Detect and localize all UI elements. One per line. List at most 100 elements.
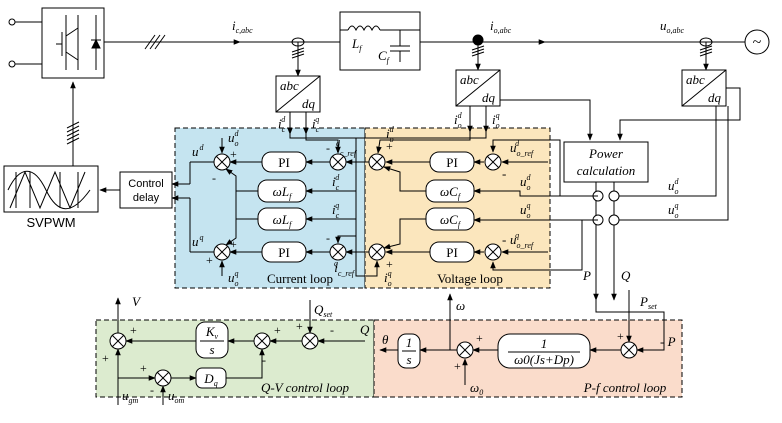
uq-sum bbox=[213, 243, 231, 261]
voltage-sensor-o bbox=[699, 37, 713, 64]
qv-q-sum bbox=[301, 332, 319, 350]
svg-text:s: s bbox=[406, 352, 411, 367]
three-phase-mark bbox=[144, 34, 166, 50]
abc-dq-current-c: abc dq bbox=[275, 75, 321, 113]
current-sensor-c bbox=[291, 37, 305, 68]
svg-text:uom: uom bbox=[168, 388, 185, 405]
svg-text:P: P bbox=[582, 268, 591, 283]
svg-text:abc: abc bbox=[686, 72, 705, 87]
svg-text:PI: PI bbox=[446, 155, 458, 170]
current-loop-d-sum bbox=[329, 153, 347, 171]
svg-text:-: - bbox=[262, 353, 266, 367]
dq-sum bbox=[154, 369, 172, 387]
svg-text:uod: uod bbox=[668, 177, 680, 196]
svg-text:ω: ω bbox=[456, 298, 465, 313]
svg-text:- P: - P bbox=[660, 334, 676, 349]
svg-text:Q: Q bbox=[360, 322, 370, 337]
svg-text:ud: ud bbox=[192, 143, 205, 159]
pf-loop-label: P-f control loop bbox=[583, 380, 667, 395]
svg-text:PI: PI bbox=[278, 245, 290, 260]
svg-text:Qset: Qset bbox=[314, 302, 333, 319]
svg-text:Lf: Lf bbox=[351, 36, 363, 53]
svg-text:Kv: Kv bbox=[205, 324, 219, 341]
svg-text:+: + bbox=[386, 139, 393, 153]
svg-text:-: - bbox=[326, 231, 330, 245]
svg-text:ωCf: ωCf bbox=[440, 184, 462, 201]
lc-filter-block bbox=[339, 11, 421, 71]
svg-text:icd: icd bbox=[332, 173, 340, 192]
igbt-icon bbox=[56, 15, 101, 70]
svg-text:ωLf: ωLf bbox=[273, 184, 293, 201]
ud-sum bbox=[213, 153, 231, 171]
svg-text:+: + bbox=[140, 361, 147, 375]
power-calculation-block bbox=[563, 141, 649, 183]
svg-text:icd: icd bbox=[278, 115, 286, 134]
dc-terminals bbox=[8, 18, 42, 68]
svg-text:+: + bbox=[274, 323, 281, 337]
svg-text:PI: PI bbox=[278, 155, 290, 170]
svg-text:abc: abc bbox=[280, 78, 299, 93]
svg-text:dq: dq bbox=[482, 90, 496, 105]
svg-text:-: - bbox=[150, 383, 154, 397]
kv-block bbox=[195, 321, 229, 359]
svg-text:ωLf: ωLf bbox=[273, 212, 293, 229]
svg-text:Control: Control bbox=[128, 178, 163, 190]
ic-ref-q-sum bbox=[368, 243, 386, 261]
qv-loop-label: Q-V control loop bbox=[261, 380, 350, 395]
svg-text:ugm: ugm bbox=[122, 388, 139, 405]
abc-dq-current-o: abc dq bbox=[455, 69, 501, 107]
svg-text:iod: iod bbox=[386, 125, 395, 144]
svg-text:ic_refq: ic_refq bbox=[334, 259, 356, 278]
svg-text:ωCf: ωCf bbox=[440, 212, 462, 229]
inductor-icon bbox=[347, 25, 381, 32]
svg-text:uo,abc: uo,abc bbox=[660, 18, 685, 35]
svg-text:ω0(Js+Dp): ω0(Js+Dp) bbox=[514, 352, 574, 367]
svg-text:uq: uq bbox=[192, 233, 204, 249]
inverter-block bbox=[41, 7, 105, 79]
svg-text:delay: delay bbox=[133, 192, 160, 204]
svg-text:+: + bbox=[617, 329, 624, 343]
svg-text:+: + bbox=[230, 147, 237, 161]
svg-text:Power: Power bbox=[588, 146, 624, 161]
svg-text:+: + bbox=[230, 237, 237, 251]
svg-text:io,abc: io,abc bbox=[490, 18, 512, 35]
svg-text:+: + bbox=[102, 351, 109, 365]
svg-text:PI: PI bbox=[446, 245, 458, 260]
omega-sum bbox=[456, 341, 474, 359]
svg-text:-: - bbox=[502, 166, 506, 181]
svg-text:ω0: ω0 bbox=[470, 380, 483, 397]
pf-sum bbox=[620, 341, 638, 359]
svg-text:Pset: Pset bbox=[639, 294, 658, 311]
svg-text:ioq: ioq bbox=[384, 269, 392, 288]
svg-text:+: + bbox=[476, 331, 483, 345]
svg-text:Cf: Cf bbox=[378, 48, 391, 65]
svg-text:ic,abc: ic,abc bbox=[232, 18, 253, 35]
svg-text:-: - bbox=[212, 171, 216, 185]
svg-text:-: - bbox=[326, 141, 330, 155]
svg-text:uod: uod bbox=[520, 173, 532, 192]
svg-text:abc: abc bbox=[460, 72, 479, 87]
svg-text:θ: θ bbox=[382, 332, 389, 347]
svg-text:SVPWM: SVPWM bbox=[26, 215, 75, 230]
svg-text:+: + bbox=[386, 257, 393, 271]
svg-text:-: - bbox=[502, 232, 506, 247]
svpwm-waveform-icon bbox=[7, 170, 91, 210]
current-sensor-o bbox=[471, 34, 485, 64]
svg-text:uoq: uoq bbox=[668, 201, 679, 220]
voltage-loop-d-sum bbox=[484, 153, 502, 171]
svg-text:1: 1 bbox=[541, 336, 548, 351]
current-loop-label: Current loop bbox=[267, 271, 333, 286]
svg-text:Q: Q bbox=[621, 268, 631, 283]
svg-text:dq: dq bbox=[302, 96, 316, 111]
svg-text:uo_refq: uo_refq bbox=[510, 231, 535, 250]
svg-text:s: s bbox=[209, 342, 214, 357]
svg-text:Dq: Dq bbox=[203, 371, 217, 388]
control-delay-block bbox=[119, 171, 173, 209]
svg-text:V: V bbox=[132, 294, 142, 309]
ic-ref-d-sum bbox=[368, 153, 386, 171]
svg-text:ioq: ioq bbox=[492, 111, 500, 130]
svg-text:uoq: uoq bbox=[520, 201, 531, 220]
qv-mid-sum bbox=[253, 332, 271, 350]
